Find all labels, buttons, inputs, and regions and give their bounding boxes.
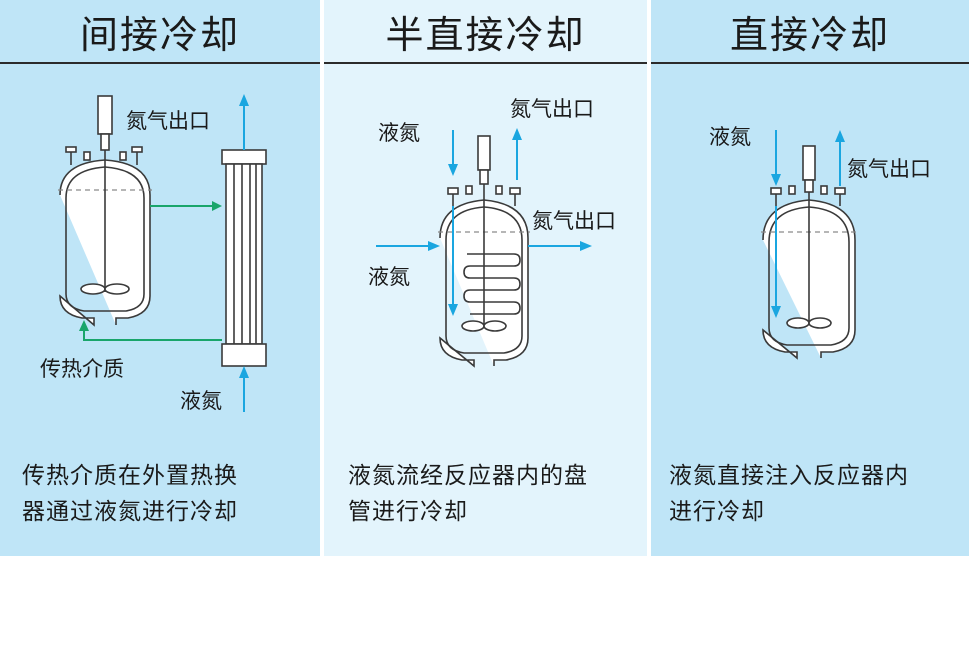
label-liquid-nitrogen-side: 液氮	[368, 265, 410, 289]
semi-direct-cooling-diagram: 液氮 氮气出口 氮气出口 液氮	[368, 97, 616, 368]
motor-coupling	[804, 179, 814, 193]
agitator-motor	[97, 95, 113, 135]
impeller-blade-right	[808, 317, 832, 329]
panel-title: 间接冷却	[79, 12, 240, 57]
title-divider	[651, 62, 969, 64]
nitrogen-outlet-arrow	[835, 130, 845, 186]
vessel-inner-wall	[65, 166, 145, 312]
medium-loop-arrows	[79, 201, 222, 341]
top-nitrogen-outlet-arrow	[512, 128, 522, 180]
label-liquid-nitrogen: 液氮	[180, 389, 222, 413]
panel-title: 直接冷却	[729, 12, 890, 57]
title-divider	[0, 62, 320, 64]
description-line-2: 管进行冷却	[348, 499, 468, 525]
direct-cooling-diagram: 液氮 氮气出口	[709, 125, 931, 360]
agitator-motor	[477, 135, 491, 171]
agitator-motor	[802, 145, 816, 181]
panel-description: 液氮直接注入反应器内 进行冷却	[669, 458, 955, 530]
top-nozzles	[65, 146, 143, 165]
label-gas-outlet: 氮气出口	[847, 157, 931, 181]
panel-description: 液氮流经反应器内的盘 管进行冷却	[348, 458, 633, 530]
title-divider	[324, 62, 647, 64]
description-line-2: 进行冷却	[669, 499, 765, 525]
motor-coupling	[100, 133, 110, 151]
label-gas-outlet: 氮气出口	[126, 109, 210, 133]
nitrogen-inlet-arrow	[771, 130, 781, 318]
panel-indirect-cooling: 间接冷却	[0, 0, 320, 556]
description-line-1: 液氮流经反应器内的盘	[348, 463, 588, 489]
vessel-inner-wall	[768, 206, 850, 346]
impeller-blade-right	[104, 283, 130, 295]
panel-direct-cooling: 直接冷却 液氮 氮气出口 液氮直接注入反应器内 进行冷却	[651, 0, 969, 556]
vessel-inner-wall	[445, 206, 523, 354]
top-nitrogen-inlet-arrow	[448, 130, 458, 316]
top-nozzles	[447, 185, 521, 206]
indirect-cooling-diagram: 氮气出口 传热介质 液氮	[40, 94, 267, 413]
label-heat-medium: 传热介质	[40, 357, 124, 381]
top-nozzles	[770, 185, 846, 206]
label-gas-outlet-side: 氮气出口	[532, 209, 616, 233]
side-nitrogen-outlet-arrow	[528, 241, 592, 251]
description-line-2: 器通过液氮进行冷却	[22, 499, 238, 525]
panel-description: 传热介质在外置热换 器通过液氮进行冷却	[22, 458, 306, 530]
liquid-nitrogen-inlet-arrow	[239, 366, 249, 412]
external-heat-exchanger	[221, 149, 267, 367]
cooling-coil	[463, 253, 521, 315]
description-line-1: 传热介质在外置热换	[22, 463, 238, 489]
panel-title: 半直接冷却	[385, 12, 586, 57]
label-liquid-nitrogen: 液氮	[709, 125, 751, 149]
side-nitrogen-inlet-arrow	[376, 241, 440, 251]
impeller-blade-right	[483, 320, 507, 332]
label-liquid-nitrogen-top: 液氮	[378, 121, 420, 145]
impeller-blade-left	[80, 283, 106, 295]
description-line-1: 液氮直接注入反应器内	[669, 463, 909, 489]
nitrogen-outlet-arrow	[239, 94, 249, 150]
panel-semi-direct-cooling: 半直接冷却	[324, 0, 647, 556]
label-gas-outlet-top: 氮气出口	[510, 97, 594, 121]
impeller-blade-left	[461, 320, 485, 332]
impeller-blade-left	[786, 317, 810, 329]
motor-coupling	[479, 169, 489, 185]
